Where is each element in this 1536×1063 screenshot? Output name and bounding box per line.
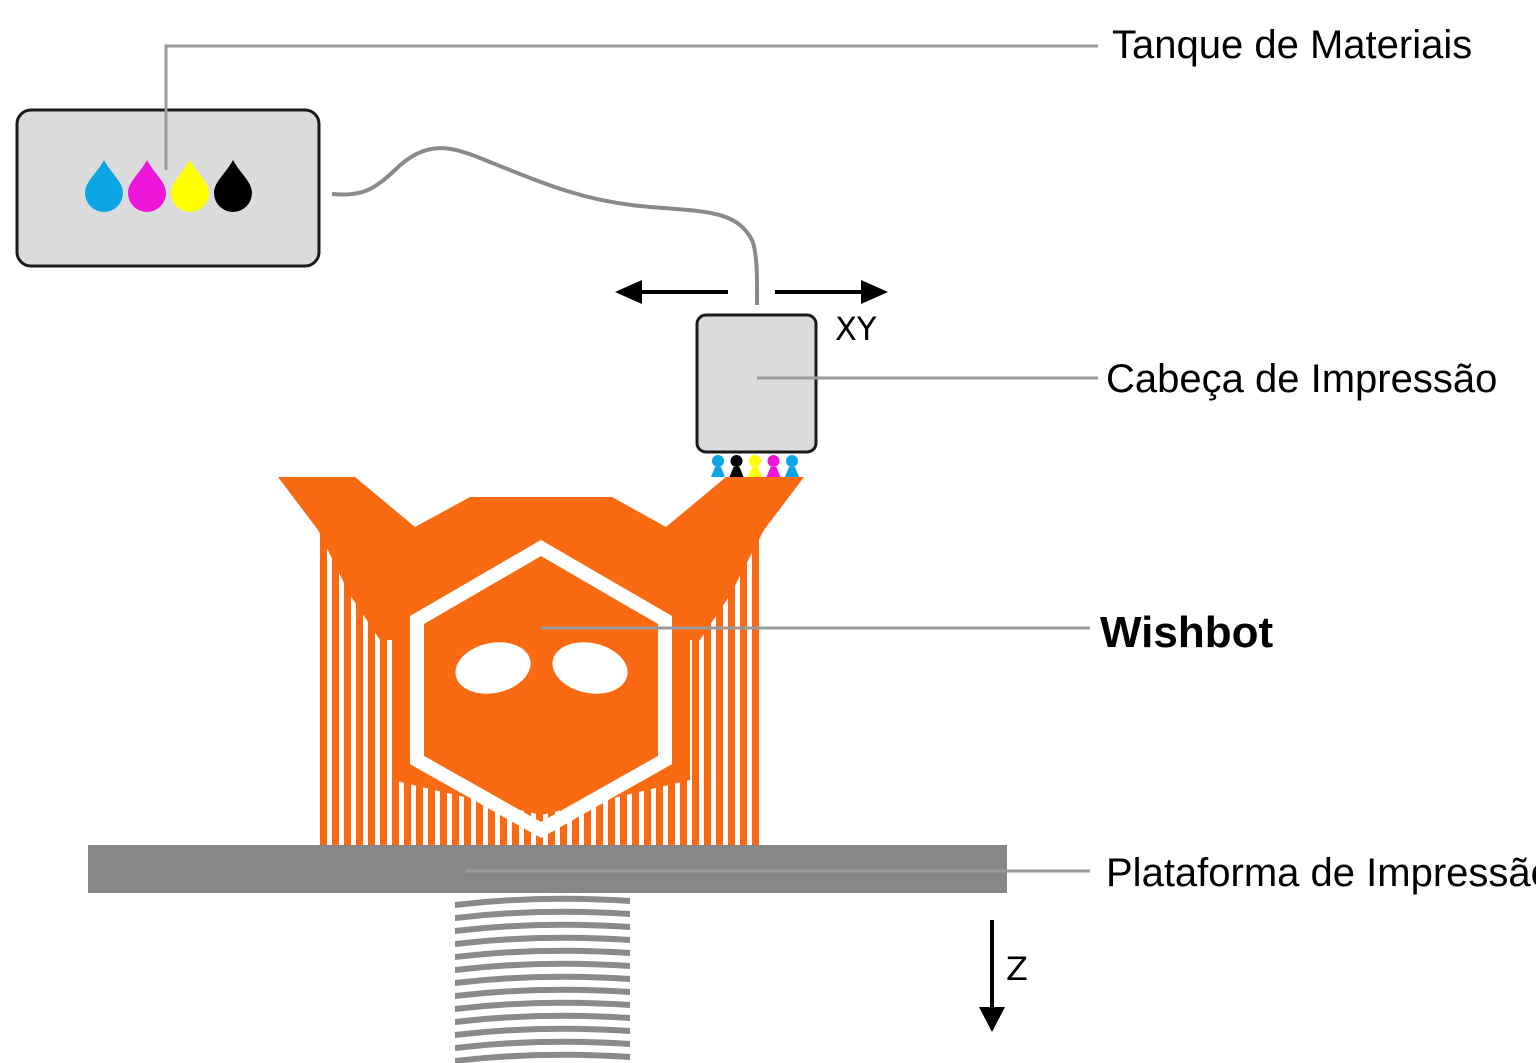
screw-thread	[455, 960, 630, 973]
cyan-nozzle-stream-icon	[711, 467, 725, 477]
feed-tube	[331, 146, 760, 306]
magenta-nozzle-stream-icon	[766, 467, 781, 477]
stripe	[380, 530, 387, 845]
yellow-nozzle-drop-icon	[749, 455, 761, 467]
screw-thread	[455, 1012, 630, 1025]
material-tank	[15, 108, 321, 268]
stripe	[740, 530, 747, 845]
xy-axis-label: XY	[835, 310, 877, 348]
ink-drops-group	[85, 160, 252, 212]
screw-thread	[455, 934, 630, 947]
stripe	[344, 530, 351, 845]
cyan-ink-drop-icon	[85, 160, 123, 212]
stripe	[368, 530, 375, 845]
nozzle-drops-group	[711, 455, 799, 477]
arrow-down-icon	[979, 1007, 1005, 1032]
stripe	[716, 530, 723, 845]
build-platform	[88, 845, 1007, 893]
black-ink-drop-icon	[214, 160, 252, 212]
label-material-tank: Tanque de Materiais	[1112, 23, 1472, 67]
tank-leader-line	[164, 44, 1098, 170]
label-wishbot: Wishbot	[1100, 608, 1273, 657]
cyan-nozzle-drop-icon	[712, 455, 724, 467]
screw-thread	[455, 1038, 630, 1051]
arrow-right-icon	[861, 280, 888, 304]
magenta-nozzle-drop-icon	[767, 455, 780, 467]
black-nozzle-drop-icon	[730, 455, 743, 467]
stripe	[728, 530, 735, 845]
xy-arrows	[615, 280, 888, 304]
stripe	[332, 530, 339, 845]
z-arrow	[979, 920, 1005, 1032]
label-build-platform: Plataforma de Impressão	[1106, 851, 1536, 895]
stripe	[692, 530, 699, 845]
wishbot-model	[278, 477, 804, 845]
yellow-nozzle-stream-icon	[748, 467, 762, 477]
magenta-ink-drop-icon	[128, 160, 166, 212]
cyan-nozzle-drop-icon	[786, 455, 798, 467]
label-print-head: Cabeça de Impressão	[1106, 357, 1497, 401]
screw-thread	[455, 973, 630, 986]
screw-thread	[455, 908, 630, 921]
arrow-left-icon	[615, 280, 642, 304]
black-nozzle-stream-icon	[729, 467, 744, 477]
print-head	[695, 313, 818, 477]
yellow-ink-drop-icon	[171, 160, 209, 212]
screw-thread	[455, 999, 630, 1012]
stripe	[752, 530, 759, 845]
stripe	[320, 530, 327, 845]
lead-screw	[455, 895, 630, 1063]
screw-thread	[455, 1025, 630, 1038]
screw-thread	[455, 895, 630, 908]
screw-thread	[455, 947, 630, 960]
cyan-nozzle-stream-icon	[785, 467, 799, 477]
stripe	[356, 530, 363, 845]
screw-thread	[455, 986, 630, 999]
screw-thread	[455, 1051, 630, 1063]
stripe	[704, 530, 711, 845]
z-axis-label: Z	[1006, 950, 1028, 988]
screw-thread	[455, 921, 630, 934]
